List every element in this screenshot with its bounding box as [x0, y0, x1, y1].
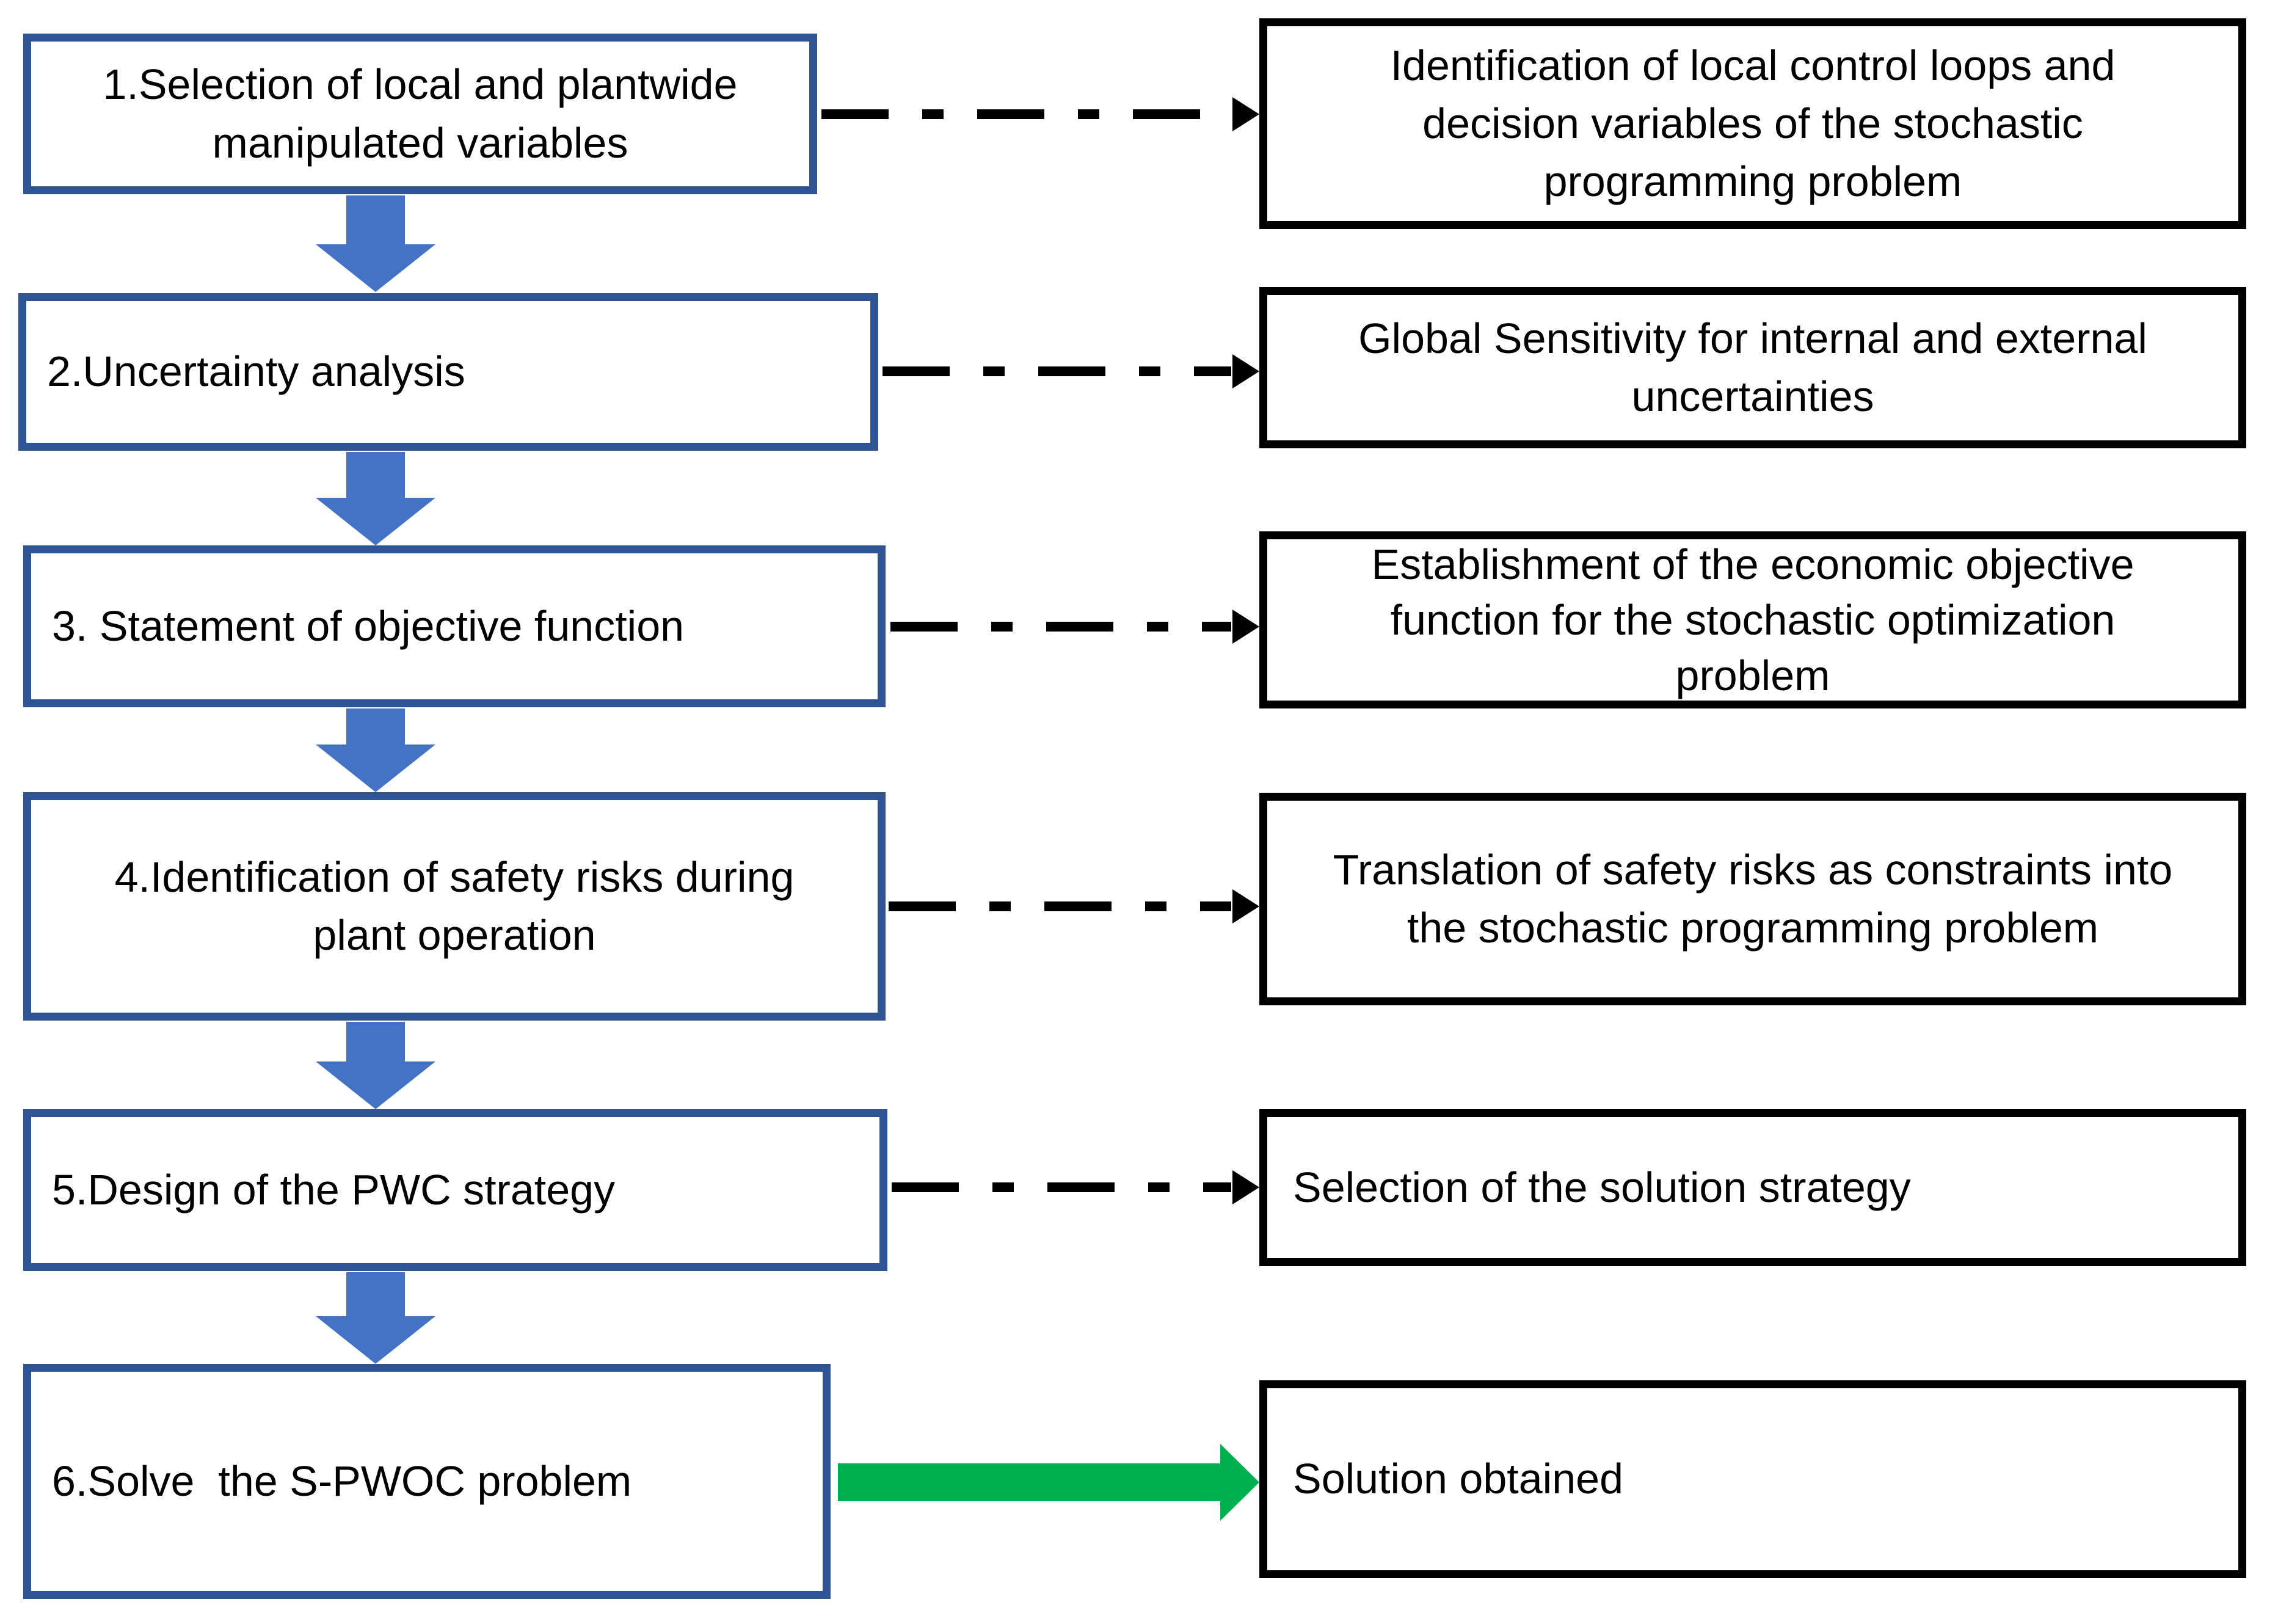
down-arrow-shaft — [346, 1022, 405, 1061]
dash-dot-arrow-4 — [889, 889, 1259, 923]
result-label-4: Translation of safety risks as constrain… — [1333, 845, 2173, 952]
dash-dot-arrow-5 — [892, 1170, 1259, 1204]
down-block-arrow-2 — [316, 452, 435, 545]
dash-dot-line — [890, 622, 1231, 632]
down-block-arrow-5 — [316, 1272, 435, 1364]
result-label-2: Global Sensitivity for internal and exte… — [1358, 314, 2147, 420]
dash-dot-arrow-2 — [882, 354, 1259, 388]
dash-dot-arrow-3 — [890, 610, 1259, 644]
result-box-3: Establishment of the economic objective … — [1259, 531, 2246, 708]
arrow-head — [1232, 610, 1259, 644]
down-block-arrow-3 — [316, 708, 435, 792]
result-box-2: Global Sensitivity for internal and exte… — [1259, 287, 2246, 448]
step-box-3: 3. Statement of objective function — [23, 545, 886, 707]
dash-dot-line — [821, 109, 1231, 119]
result-label-1: Identification of local control loops an… — [1390, 41, 2116, 206]
down-arrow-head — [316, 498, 435, 545]
step-box-5: 5.Design of the PWC strategy — [23, 1109, 887, 1271]
dash-dot-line — [892, 1182, 1231, 1192]
down-arrow-head — [316, 1316, 435, 1364]
result-label-3: Establishment of the economic objective … — [1371, 540, 2134, 699]
down-arrow-shaft — [346, 1272, 405, 1316]
step-label-6: 6.Solve the S-PWOC problem — [52, 1457, 632, 1505]
down-arrow-head — [316, 1061, 435, 1109]
arrow-head — [1232, 354, 1259, 388]
step-box-1: 1.Selection of local and plantwide manip… — [23, 34, 817, 194]
down-arrow-shaft — [346, 708, 405, 745]
result-box-4: Translation of safety risks as constrain… — [1259, 793, 2246, 1005]
arrow-head — [1232, 1170, 1259, 1204]
step-label-1: 1.Selection of local and plantwide manip… — [103, 60, 738, 167]
down-arrow-shaft — [346, 195, 405, 244]
dash-dot-line — [882, 366, 1231, 376]
step-label-5: 5.Design of the PWC strategy — [52, 1165, 616, 1214]
step-label-3: 3. Statement of objective function — [52, 602, 685, 650]
result-label-6: Solution obtained — [1293, 1455, 1623, 1503]
down-arrow-shaft — [346, 452, 405, 498]
dash-dot-line — [889, 901, 1231, 911]
down-block-arrow-1 — [316, 195, 435, 292]
down-arrow-head — [316, 745, 435, 792]
step-box-4: 4.Identification of safety risks during … — [23, 792, 886, 1021]
step-label-4: 4.Identification of safety risks during … — [114, 853, 795, 959]
result-box-1: Identification of local control loops an… — [1259, 18, 2246, 229]
dash-dot-arrow-1 — [821, 97, 1259, 131]
green-arrow-head — [1220, 1444, 1259, 1521]
green-arrow-shaft — [838, 1463, 1220, 1501]
result-label-5: Selection of the solution strategy — [1293, 1163, 1911, 1211]
arrow-head — [1232, 97, 1259, 131]
down-arrow-head — [316, 244, 435, 292]
step-label-2: 2.Uncertainty analysis — [47, 348, 465, 396]
result-box-5: Selection of the solution strategy — [1259, 1109, 2246, 1266]
step-box-2: 2.Uncertainty analysis — [18, 293, 878, 451]
arrow-head — [1232, 889, 1259, 923]
result-box-6: Solution obtained — [1259, 1380, 2246, 1578]
green-solid-arrow — [838, 1444, 1259, 1521]
step-box-6: 6.Solve the S-PWOC problem — [23, 1364, 831, 1599]
down-block-arrow-4 — [316, 1022, 435, 1109]
